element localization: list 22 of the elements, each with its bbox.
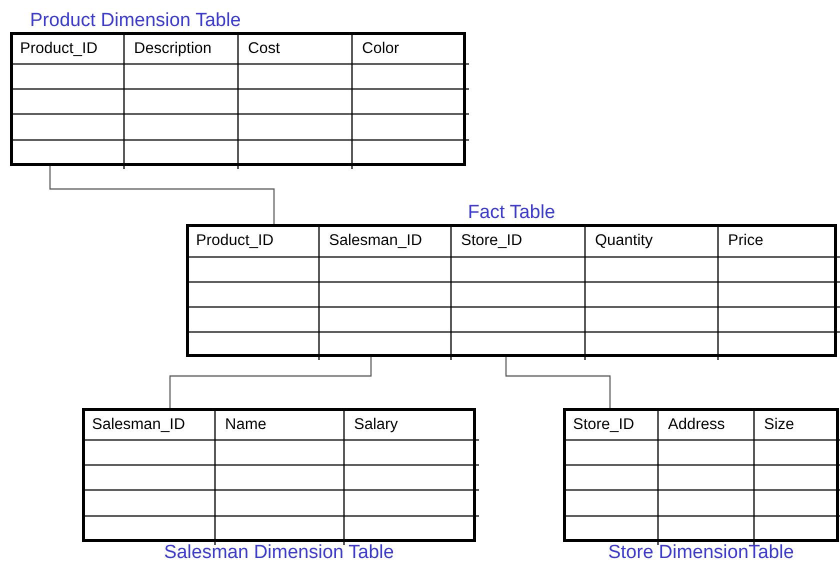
column-header: Color xyxy=(362,40,400,58)
table-title: Salesman Dimension Table xyxy=(164,542,394,564)
table-title: Store DimensionTable xyxy=(608,542,794,564)
column-header: Price xyxy=(728,232,764,250)
column-header: Store_ID xyxy=(461,232,522,250)
column-header: Cost xyxy=(248,40,280,58)
connector-line xyxy=(49,166,275,224)
table-title: Product Dimension Table xyxy=(30,10,241,32)
column-header: Salesman_ID xyxy=(92,416,186,434)
connector-line xyxy=(505,357,611,408)
column-header: Quantity xyxy=(595,232,653,250)
column-header: Description xyxy=(134,40,212,58)
column-header: Address xyxy=(668,416,725,434)
connector-line xyxy=(169,357,372,408)
column-header: Size xyxy=(764,416,794,434)
column-header: Store_ID xyxy=(573,416,634,434)
column-header: Salesman_ID xyxy=(329,232,422,250)
column-header: Name xyxy=(225,416,266,434)
column-header: Product_ID xyxy=(20,40,98,58)
column-header: Salary xyxy=(354,416,398,434)
column-header: Product_ID xyxy=(196,232,274,250)
table-title: Fact Table xyxy=(468,202,556,224)
